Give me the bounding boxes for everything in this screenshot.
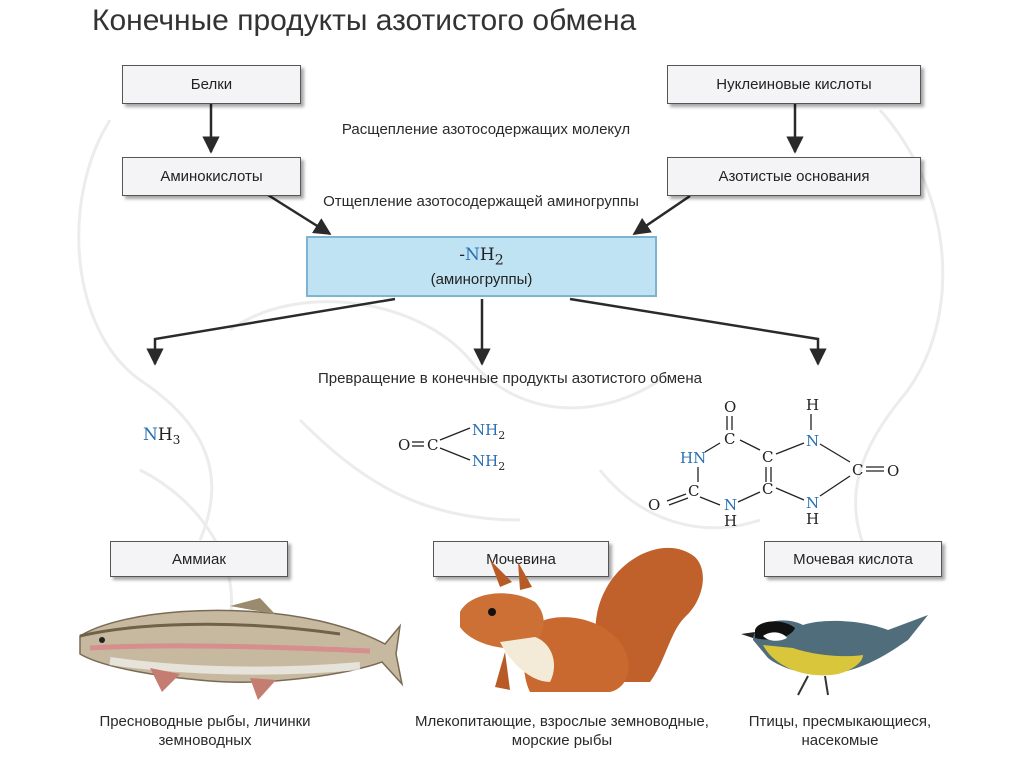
svg-text:N: N (806, 432, 819, 450)
page-title: Конечные продукты азотистого обмена (92, 4, 637, 37)
svg-text:H: H (724, 512, 737, 530)
box-ammonia: Аммиак (110, 541, 288, 577)
caption-ammonia-organisms: Пресноводные рыбы, личинки земноводных (99, 713, 311, 749)
squirrel-illustration (460, 547, 703, 692)
ammonia-formula: NH3 (143, 425, 180, 447)
urea-formula: O C NH2 NH2 (398, 421, 505, 473)
box-uric-acid-label: Мочевая кислота (793, 550, 913, 568)
svg-text:C: C (762, 480, 773, 498)
fish-illustration (79, 598, 404, 700)
svg-text:C: C (724, 430, 735, 448)
box-amino-acids-label: Аминокислоты (160, 168, 263, 185)
box-proteins: Белки (122, 65, 301, 104)
label-breakdown: Расщепление азотосодержащих молекул (341, 121, 631, 138)
box-urea-label: Мочевина (486, 550, 556, 568)
amino-group-formula: -NH2 (459, 244, 504, 269)
svg-text:C: C (762, 448, 773, 466)
uric-acid-formula: O C HN C O N H C C N H C O N H (648, 396, 899, 530)
svg-text:N: N (806, 494, 819, 512)
svg-text:NH2: NH2 (472, 452, 505, 473)
amino-group-box: -NH2 (аминогруппы) (306, 236, 657, 297)
svg-text:H: H (806, 510, 819, 528)
box-proteins-label: Белки (190, 76, 233, 93)
svg-text:NH2: NH2 (472, 421, 505, 442)
box-nitrogen-bases-label: Азотистые основания (718, 168, 870, 185)
box-nitrogen-bases: Азотистые основания (667, 157, 921, 196)
box-nucleic-acids: Нуклеиновые кислоты (667, 65, 921, 104)
label-cleavage: Отщепление азотосодержащей аминогруппы (323, 193, 639, 210)
svg-text:H: H (806, 396, 819, 414)
box-amino-acids: Аминокислоты (122, 157, 301, 196)
svg-text:C: C (852, 461, 863, 479)
arrow-to-uric (569, 297, 827, 366)
svg-text:C: C (688, 482, 699, 500)
arrow-to-ammonia (146, 297, 396, 366)
arrow-bases-to-nh2 (632, 194, 691, 236)
svg-text:N: N (724, 496, 737, 514)
svg-text:O: O (398, 436, 410, 454)
arrow-amino-to-nh2 (267, 193, 332, 236)
svg-text:HN: HN (680, 449, 706, 467)
box-ammonia-label: Аммиак (172, 550, 226, 568)
svg-text:NH3: NH3 (143, 425, 180, 447)
label-conversion: Превращение в конечные продукты азотисто… (317, 370, 703, 387)
svg-text:O: O (648, 496, 660, 514)
svg-text:C: C (427, 436, 438, 454)
box-nucleic-acids-label: Нуклеиновые кислоты (716, 76, 872, 93)
svg-text:O: O (724, 398, 736, 416)
caption-uric-acid-organisms: Птицы, пресмыкающиеся, насекомые (748, 713, 932, 749)
box-uric-acid: Мочевая кислота (764, 541, 942, 577)
svg-text:O: O (887, 462, 899, 480)
caption-urea-organisms: Млекопитающие, взрослые земноводные, мор… (415, 713, 709, 749)
amino-group-label: (аминогруппы) (430, 271, 533, 289)
bird-illustration (741, 615, 928, 696)
